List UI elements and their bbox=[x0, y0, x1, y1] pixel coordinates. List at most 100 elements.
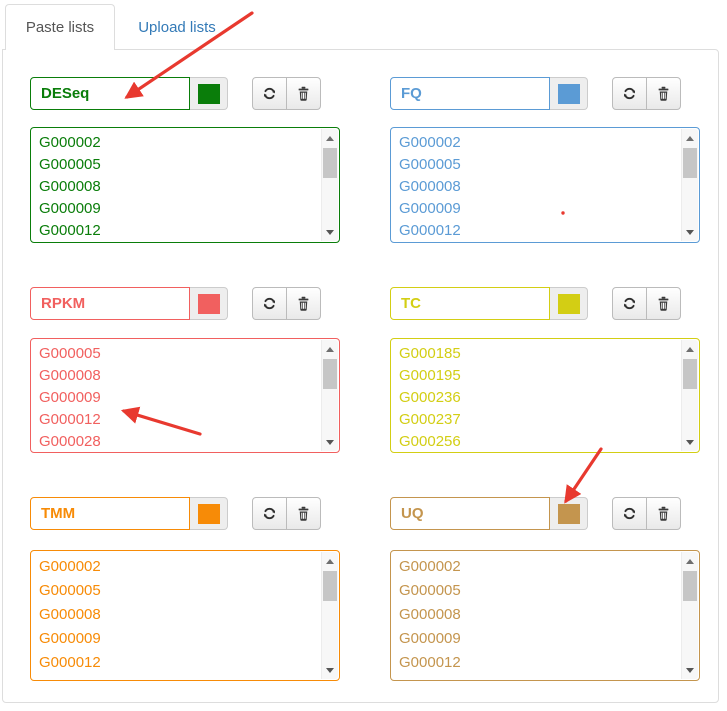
trash-icon bbox=[296, 296, 311, 311]
scroll-up-button[interactable] bbox=[322, 553, 338, 569]
trash-button[interactable] bbox=[286, 77, 321, 110]
scroll-down-arrow-icon bbox=[686, 439, 694, 445]
gene-list-item: G000185 bbox=[399, 345, 461, 362]
gene-list-textarea[interactable]: G000002 G000005 G000008 G000009 G000012 bbox=[390, 550, 700, 681]
scroll-down-button[interactable] bbox=[682, 434, 698, 450]
list-name-input[interactable] bbox=[30, 77, 190, 110]
refresh-button[interactable] bbox=[252, 77, 287, 110]
scroll-up-arrow-icon bbox=[326, 558, 334, 564]
scroll-up-button[interactable] bbox=[322, 341, 338, 357]
gene-list-item: G000002 bbox=[399, 558, 461, 575]
gene-list-textarea[interactable]: G000005 G000008 G000009 G000012 G000028 bbox=[30, 338, 340, 453]
gene-list-item: G000008 bbox=[39, 606, 101, 623]
color-addon bbox=[190, 77, 228, 110]
scroll-up-button[interactable] bbox=[682, 553, 698, 569]
scroll-down-button[interactable] bbox=[322, 662, 338, 678]
refresh-button[interactable] bbox=[252, 287, 287, 320]
gene-list-item: G000012 bbox=[39, 654, 101, 671]
scrollbar[interactable] bbox=[321, 340, 338, 451]
color-addon bbox=[550, 77, 588, 110]
panel-header bbox=[30, 287, 340, 320]
gene-list-item: G000009 bbox=[39, 200, 101, 217]
gene-list-item: G000236 bbox=[399, 389, 461, 406]
scrollbar[interactable] bbox=[321, 552, 338, 679]
scroll-up-arrow-icon bbox=[686, 135, 694, 141]
scrollbar-thumb[interactable] bbox=[323, 359, 337, 389]
gene-list-item: G000028 bbox=[39, 433, 101, 450]
trash-button[interactable] bbox=[646, 497, 681, 530]
scrollbar[interactable] bbox=[321, 129, 338, 241]
gene-list-textarea[interactable]: G000002 G000005 G000008 G000009 G000012 bbox=[390, 127, 700, 243]
gene-list-item: G000005 bbox=[399, 582, 461, 599]
gene-list-item: G000012 bbox=[39, 411, 101, 428]
color-addon bbox=[550, 287, 588, 320]
gene-list-item: G000009 bbox=[399, 630, 461, 647]
scroll-down-button[interactable] bbox=[322, 434, 338, 450]
refresh-button[interactable] bbox=[612, 287, 647, 320]
list-name-input[interactable] bbox=[390, 287, 550, 320]
refresh-button[interactable] bbox=[612, 77, 647, 110]
gene-list-item: G000005 bbox=[39, 345, 101, 362]
color-addon bbox=[190, 497, 228, 530]
tab-upload-lists-label: Upload lists bbox=[138, 18, 216, 36]
scroll-up-button[interactable] bbox=[682, 130, 698, 146]
scrollbar-thumb[interactable] bbox=[323, 571, 337, 601]
color-swatch[interactable] bbox=[197, 503, 220, 524]
scroll-up-button[interactable] bbox=[682, 341, 698, 357]
scroll-up-arrow-icon bbox=[686, 558, 694, 564]
gene-list-textarea[interactable]: G000002 G000005 G000008 G000009 G000012 bbox=[30, 550, 340, 681]
gene-list-item: G000009 bbox=[39, 630, 101, 647]
scrollbar-thumb[interactable] bbox=[683, 571, 697, 601]
list-name-input[interactable] bbox=[30, 497, 190, 530]
gene-list-item: G000002 bbox=[39, 558, 101, 575]
color-swatch[interactable] bbox=[557, 83, 580, 104]
color-swatch[interactable] bbox=[557, 503, 580, 524]
gene-list-item: G000237 bbox=[399, 411, 461, 428]
scroll-up-arrow-icon bbox=[686, 346, 694, 352]
trash-button[interactable] bbox=[646, 77, 681, 110]
color-addon bbox=[550, 497, 588, 530]
scrollbar-thumb[interactable] bbox=[683, 148, 697, 178]
scroll-down-button[interactable] bbox=[682, 662, 698, 678]
list-name-input[interactable] bbox=[390, 497, 550, 530]
color-swatch[interactable] bbox=[557, 293, 580, 314]
tab-upload-lists[interactable]: Upload lists bbox=[118, 4, 236, 50]
trash-button[interactable] bbox=[286, 287, 321, 320]
scrollbar[interactable] bbox=[681, 340, 698, 451]
list-name-input[interactable] bbox=[390, 77, 550, 110]
scrollbar[interactable] bbox=[681, 552, 698, 679]
trash-icon bbox=[656, 296, 671, 311]
refresh-icon bbox=[622, 86, 637, 101]
list-panel: G000185 G000195 G000236 G000237 G000256 bbox=[390, 287, 700, 453]
gene-list-item: G000005 bbox=[399, 156, 461, 173]
color-swatch[interactable] bbox=[197, 293, 220, 314]
scrollbar[interactable] bbox=[681, 129, 698, 241]
scroll-down-button[interactable] bbox=[682, 224, 698, 240]
panel-header bbox=[390, 77, 700, 110]
panel-header bbox=[30, 77, 340, 110]
refresh-button[interactable] bbox=[252, 497, 287, 530]
tab-paste-lists[interactable]: Paste lists bbox=[5, 4, 115, 50]
scroll-up-button[interactable] bbox=[322, 130, 338, 146]
gene-list-textarea[interactable]: G000002 G000005 G000008 G000009 G000012 bbox=[30, 127, 340, 243]
trash-button[interactable] bbox=[286, 497, 321, 530]
panel-header bbox=[390, 497, 700, 530]
refresh-icon bbox=[622, 296, 637, 311]
gene-list-item: G000012 bbox=[39, 222, 101, 239]
gene-list-textarea[interactable]: G000185 G000195 G000236 G000237 G000256 bbox=[390, 338, 700, 453]
panel-header bbox=[30, 497, 340, 530]
refresh-button[interactable] bbox=[612, 497, 647, 530]
list-panel: G000002 G000005 G000008 G000009 G000012 bbox=[30, 77, 340, 243]
scroll-down-button[interactable] bbox=[322, 224, 338, 240]
scrollbar-thumb[interactable] bbox=[683, 359, 697, 389]
color-swatch[interactable] bbox=[197, 83, 220, 104]
scrollbar-thumb[interactable] bbox=[323, 148, 337, 178]
scroll-down-arrow-icon bbox=[686, 229, 694, 235]
trash-icon bbox=[656, 86, 671, 101]
scroll-down-arrow-icon bbox=[326, 439, 334, 445]
scroll-up-arrow-icon bbox=[326, 346, 334, 352]
list-name-input[interactable] bbox=[30, 287, 190, 320]
trash-button[interactable] bbox=[646, 287, 681, 320]
gene-list-item: G000002 bbox=[39, 134, 101, 151]
